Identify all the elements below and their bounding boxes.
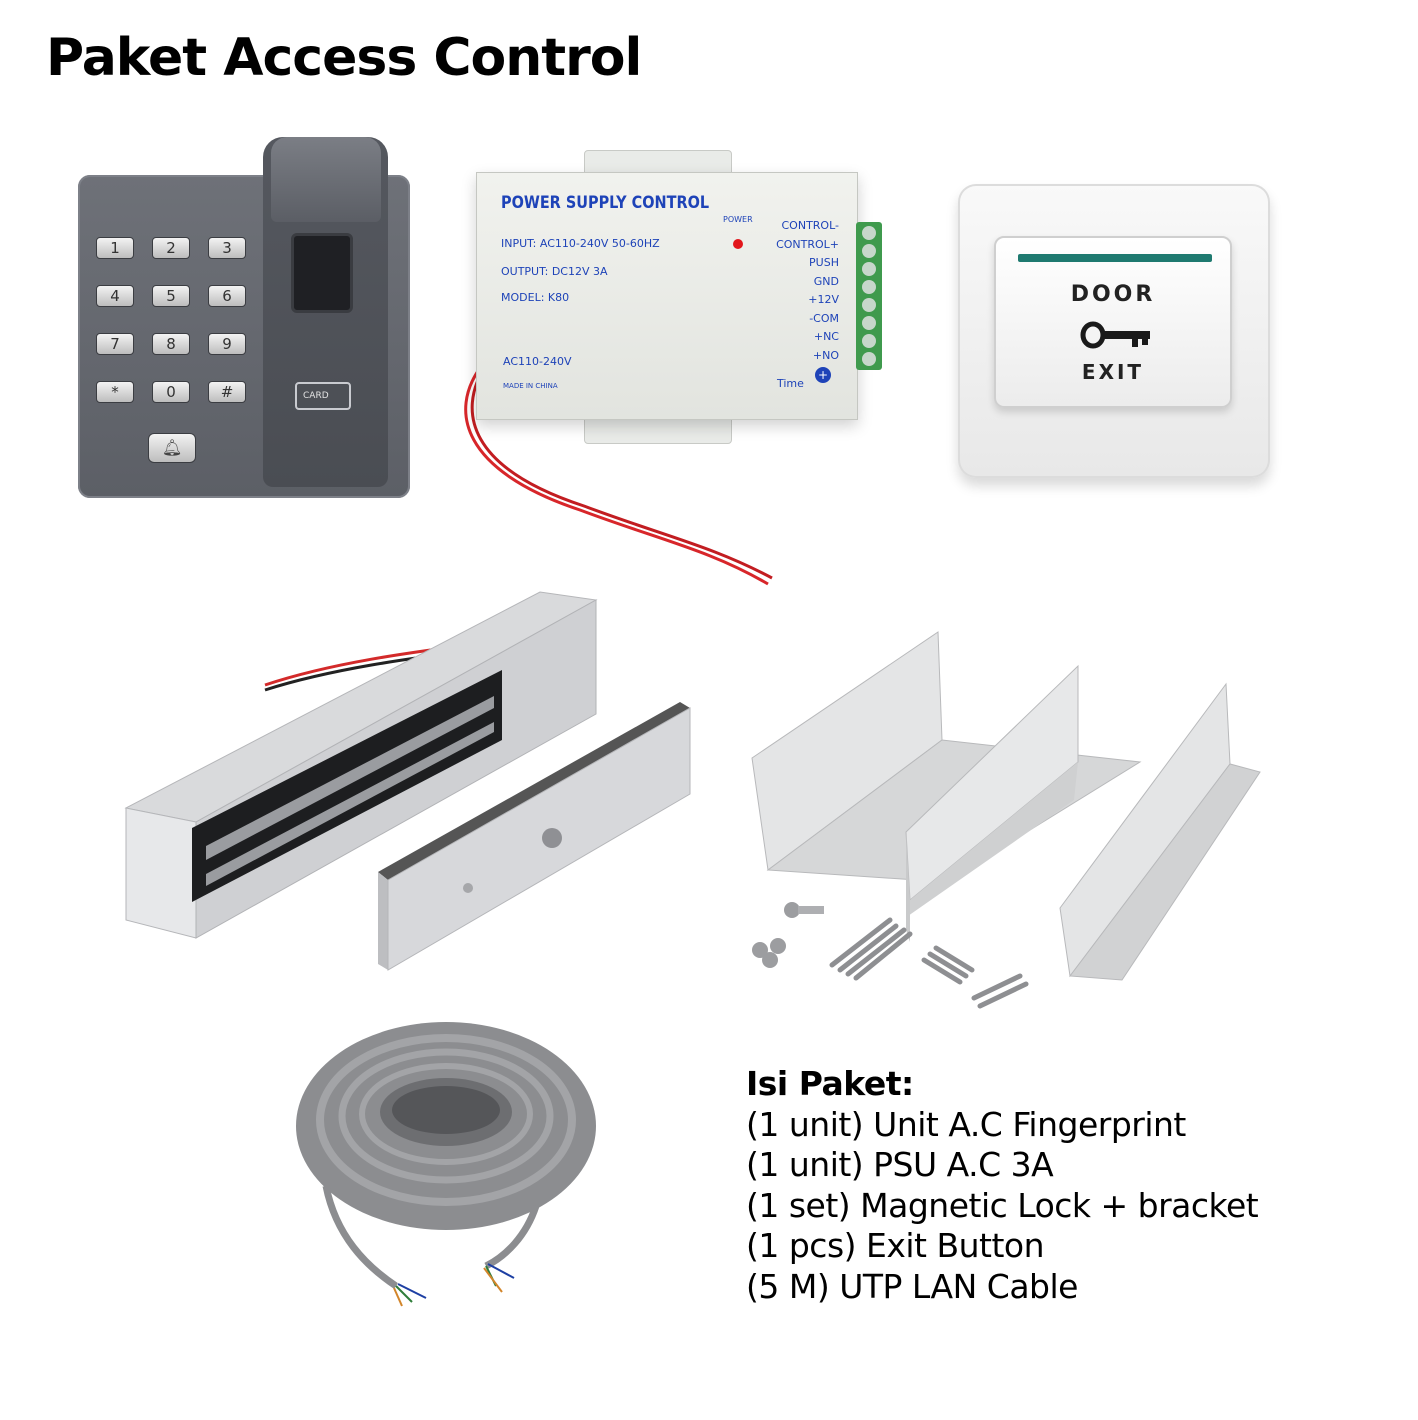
terminal-label: CONTROL+ (776, 237, 839, 251)
bell-icon: 🔔︎ (148, 433, 196, 463)
package-contents: Isi Paket: (1 unit) Unit A.C Fingerprint… (746, 1064, 1259, 1307)
door-label: DOOR (1070, 282, 1156, 307)
keypad-key: 6 (208, 285, 246, 307)
keypad-key: # (208, 381, 246, 403)
key-icon (1080, 321, 1150, 349)
exit-button-image: DOOR EXIT (958, 184, 1270, 478)
terminal-block (856, 222, 882, 370)
psu-power-label: POWER (723, 215, 753, 224)
power-supply-image: POWER SUPPLY CONTROL INPUT: AC110-240V 5… (476, 172, 858, 420)
psu-model: MODEL: K80 (501, 291, 570, 304)
magnetic-lock-image (124, 591, 691, 971)
bracket-set-image (751, 631, 1261, 1009)
terminal-label: CONTROL- (781, 219, 840, 232)
contents-heading: Isi Paket: (746, 1064, 914, 1103)
psu-terminal-labels: CONTROL- CONTROL+ PUSH GND +12V -COM +NC… (776, 217, 839, 365)
contents-item: (1 unit) Unit A.C Fingerprint (746, 1104, 1186, 1144)
keypad-key: 9 (208, 333, 246, 355)
keypad-key: 7 (96, 333, 134, 355)
exit-button-face: DOOR EXIT (994, 236, 1232, 408)
keypad-key: 3 (208, 237, 246, 259)
psu-input: INPUT: AC110-240V 50-60HZ (501, 237, 660, 250)
psu-title: POWER SUPPLY CONTROL (501, 193, 710, 213)
psu-ac-label: AC110-240V (503, 355, 572, 368)
terminal-label: +12V (808, 293, 839, 306)
psu-made-in: MADE IN CHINA (503, 382, 558, 390)
keypad-key: 8 (152, 333, 190, 355)
psu-output: OUTPUT: DC12V 3A (501, 265, 608, 278)
keypad-key: 4 (96, 285, 134, 307)
red-wire (464, 367, 773, 586)
card-label: CARD (295, 382, 351, 410)
terminal-label: PUSH (809, 256, 839, 269)
terminal-label: -COM (809, 311, 839, 325)
keypad-key: 0 (152, 381, 190, 403)
keypad-key: 5 (152, 285, 190, 307)
utp-cable-image (296, 1022, 596, 1307)
reader-cover (271, 137, 381, 222)
contents-item: (1 unit) PSU A.C 3A (746, 1145, 1054, 1184)
exit-button-strip (1018, 254, 1212, 262)
page-title: Paket Access Control (46, 28, 642, 88)
contents-item: (5 M) UTP LAN Cable (746, 1266, 1078, 1306)
fingerprint-sensor (291, 233, 353, 313)
fingerprint-reader: CARD (263, 137, 388, 487)
psu-time-label: Time (777, 377, 804, 390)
keypad-key: * (96, 381, 134, 403)
terminal-label: +NC (813, 330, 839, 343)
time-adjust-icon: + (815, 367, 831, 383)
psu-mount-bottom (584, 418, 732, 444)
terminal-label: +NO (812, 348, 839, 362)
fingerprint-keypad-image: 1 2 3 4 5 6 7 8 9 * 0 # 🔔︎ CARD (78, 137, 410, 498)
contents-item: (1 set) Magnetic Lock + bracket (746, 1185, 1259, 1225)
keypad-key: 2 (152, 237, 190, 259)
exit-label: EXIT (1081, 360, 1145, 384)
contents-item: (1 pcs) Exit Button (746, 1226, 1045, 1265)
power-led-icon (733, 239, 743, 249)
terminal-label: GND (813, 274, 839, 288)
keypad-key: 1 (96, 237, 134, 259)
keypad-keys: 1 2 3 4 5 6 7 8 9 * 0 # (96, 237, 246, 403)
